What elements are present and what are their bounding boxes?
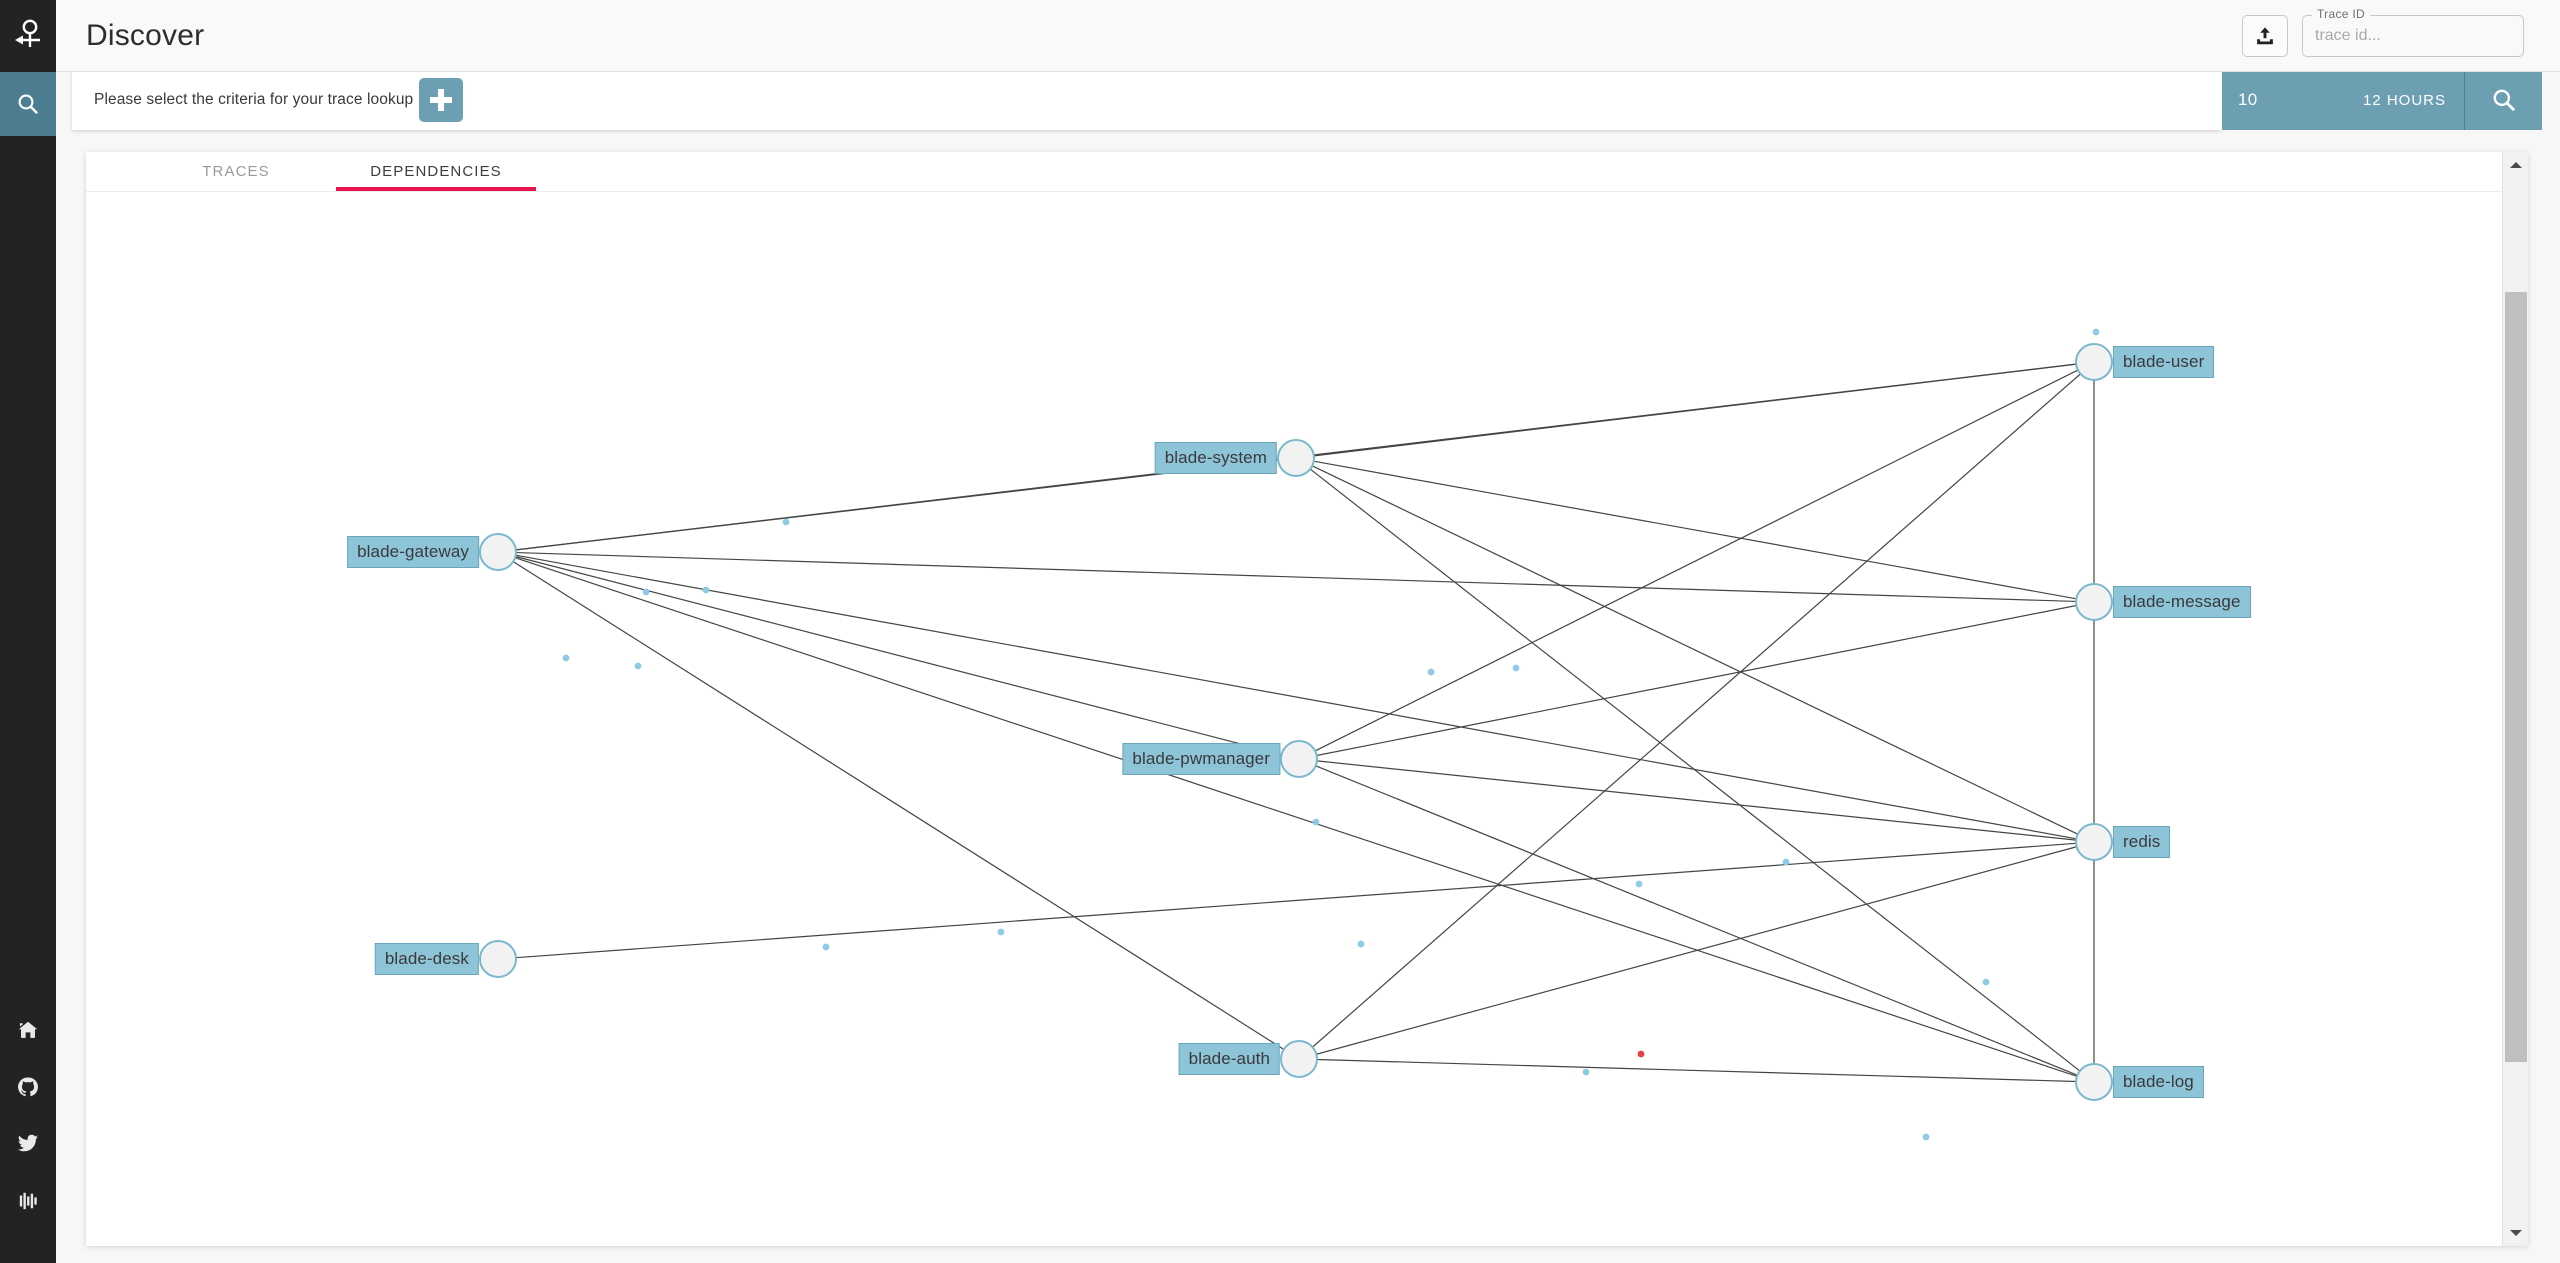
traffic-dot <box>702 586 710 594</box>
traffic-dot <box>1922 1133 1930 1141</box>
criteria-select-area[interactable]: Please select the criteria for your trac… <box>72 70 2222 130</box>
lookback-selector[interactable]: 10 12 HOURS <box>2222 70 2464 130</box>
search-icon <box>18 94 38 114</box>
traffic-dot <box>1635 880 1643 888</box>
content-panel: TRACES DEPENDENCIES blade-gateway blade-s… <box>86 152 2528 1246</box>
tab-traces[interactable]: TRACES <box>136 152 336 191</box>
github-icon <box>18 1076 38 1096</box>
traffic-dot <box>1357 940 1365 948</box>
traffic-dot <box>1512 664 1520 672</box>
traffic-dot <box>997 928 1005 936</box>
dependency-edge <box>515 555 1282 756</box>
traffic-dot <box>642 588 650 596</box>
dependency-edge <box>1311 465 2079 835</box>
graph-node-blade-message[interactable] <box>2075 583 2113 621</box>
twitter-icon <box>17 1134 38 1151</box>
page-title: Discover <box>86 18 205 52</box>
graph-node-blade-auth[interactable] <box>1280 1040 1318 1078</box>
traffic-dot <box>822 943 830 951</box>
arrow-down-icon <box>2510 1230 2522 1236</box>
trace-id-legend: Trace ID <box>2312 6 2370 21</box>
traffic-dot <box>1582 1068 1590 1076</box>
vertical-scrollbar[interactable] <box>2502 152 2528 1246</box>
sidebar-item-trace[interactable] <box>0 1172 56 1229</box>
jaeger-logo-icon[interactable] <box>0 0 56 72</box>
graph-node-blade-desk[interactable] <box>479 940 517 978</box>
dependency-edge <box>1312 373 2081 1048</box>
dependency-edge <box>1315 765 2078 1076</box>
sidebar-item-github[interactable] <box>0 1058 56 1115</box>
dependency-edge <box>1313 460 2077 600</box>
search-icon <box>2493 89 2515 111</box>
dependency-edge <box>1316 604 2077 757</box>
plus-icon <box>430 89 453 111</box>
graph-node-label-blade-log[interactable]: blade-log <box>2113 1066 2204 1098</box>
graph-node-label-redis[interactable]: redis <box>2113 826 2171 858</box>
graph-node-redis[interactable] <box>2075 823 2113 861</box>
scroll-down-button[interactable] <box>2503 1220 2528 1246</box>
lookback-count: 10 <box>2238 90 2258 109</box>
home-icon <box>18 1021 38 1038</box>
dependency-edge <box>515 554 2077 840</box>
dependency-edge <box>515 551 2077 603</box>
graph-node-label-blade-system[interactable]: blade-system <box>1154 442 1277 474</box>
header-actions: Trace ID <box>2242 6 2524 57</box>
graph-node-label-blade-user[interactable]: blade-user <box>2113 346 2215 378</box>
dependency-edge <box>512 561 1285 1050</box>
graph-node-label-blade-pwmanager[interactable]: blade-pwmanager <box>1122 743 1280 775</box>
traffic-dot <box>1782 858 1790 866</box>
scroll-up-button[interactable] <box>2503 152 2528 178</box>
traffic-dot <box>562 654 570 662</box>
graph-node-label-blade-desk[interactable]: blade-desk <box>374 943 479 975</box>
dependency-graph[interactable]: blade-gateway blade-system blade-pwmanager… <box>86 192 2528 1246</box>
trace-id-field-wrapper: Trace ID <box>2302 6 2524 57</box>
traffic-dot <box>1637 1050 1645 1058</box>
top-header-bar: Discover Trace ID <box>56 0 2560 72</box>
traffic-dot <box>634 662 642 670</box>
left-nav-rail <box>0 0 56 1263</box>
traffic-dot <box>2092 328 2100 336</box>
graph-node-label-blade-gateway[interactable]: blade-gateway <box>347 536 479 568</box>
dependency-edge <box>1314 369 2079 752</box>
dependency-edge <box>514 557 2078 1077</box>
traffic-dot <box>782 518 790 526</box>
upload-trace-button[interactable] <box>2242 14 2288 57</box>
sidebar-item-search[interactable] <box>0 72 56 136</box>
sidebar-item-home[interactable] <box>0 1001 56 1058</box>
dependency-edge <box>1316 760 2077 841</box>
dependency-edge <box>1316 846 2077 1055</box>
add-criteria-button[interactable] <box>419 78 464 122</box>
rail-bottom-links <box>0 1001 56 1263</box>
dependency-edge <box>1313 363 2077 457</box>
graph-node-blade-log[interactable] <box>2075 1063 2113 1101</box>
dependency-edge <box>515 459 1279 551</box>
run-search-button[interactable] <box>2464 70 2542 130</box>
graph-node-blade-pwmanager[interactable] <box>1280 740 1318 778</box>
graph-node-blade-gateway[interactable] <box>479 533 517 571</box>
lookback-range: 12 HOURS <box>2362 91 2446 109</box>
criteria-placeholder-text: Please select the criteria for your trac… <box>94 91 414 108</box>
dependency-edge <box>1309 468 2081 1072</box>
sidebar-item-twitter[interactable] <box>0 1115 56 1172</box>
graph-node-blade-system[interactable] <box>1277 439 1315 477</box>
arrow-up-icon <box>2510 162 2522 168</box>
trace-lookup-bar: Please select the criteria for your trac… <box>72 70 2542 130</box>
trace-id-input[interactable] <box>2302 14 2524 57</box>
dependency-edge <box>1316 1058 2077 1083</box>
traffic-dot <box>1982 978 1990 986</box>
graph-node-label-blade-message[interactable]: blade-message <box>2113 586 2251 618</box>
graph-node-blade-user[interactable] <box>2075 343 2113 381</box>
panel-tabs: TRACES DEPENDENCIES <box>86 152 2528 192</box>
traffic-dot <box>1427 668 1435 676</box>
tab-dependencies[interactable]: DEPENDENCIES <box>336 152 536 191</box>
dependency-graph-svg <box>479 328 2113 1141</box>
traffic-dot <box>1312 818 1320 826</box>
bar-chart-icon <box>19 1192 37 1209</box>
dependency-edge <box>515 842 2077 959</box>
graph-node-label-blade-auth[interactable]: blade-auth <box>1178 1043 1280 1075</box>
upload-icon <box>2257 26 2273 44</box>
vertical-scroll-thumb[interactable] <box>2505 292 2527 1062</box>
